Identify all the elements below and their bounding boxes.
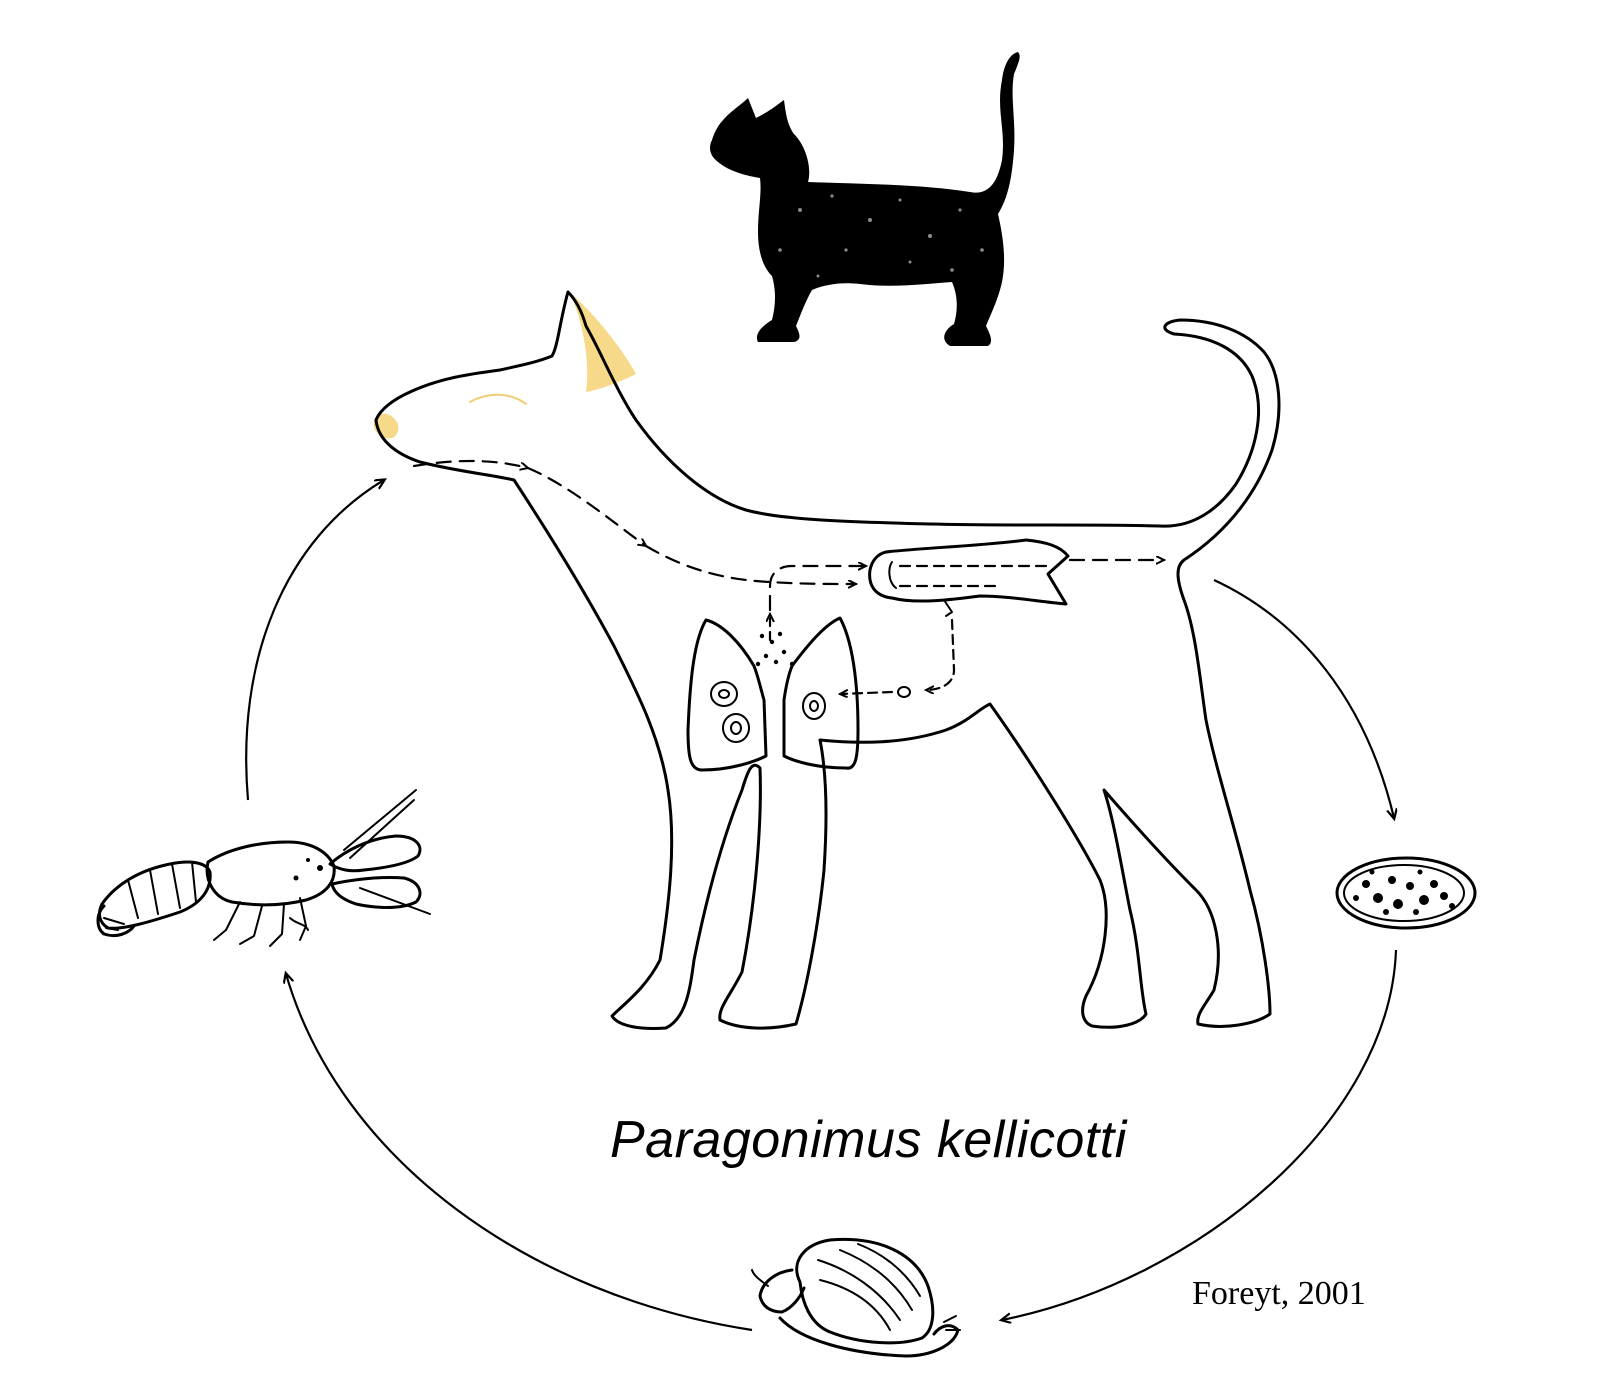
cat-icon [710, 52, 1020, 346]
snail-icon [752, 1239, 960, 1356]
arrow-dog-to-egg [1214, 580, 1394, 818]
egg-icon [1337, 858, 1475, 928]
dog-icon [374, 292, 1279, 1029]
species-title: Paragonimus kellicotti [610, 1110, 1127, 1170]
lungs [688, 618, 858, 770]
citation: Foreyt, 2001 [1192, 1275, 1366, 1313]
crayfish-icon [98, 790, 430, 946]
arrow-crayfish-to-dog [246, 480, 384, 800]
dog-eye [470, 395, 526, 404]
